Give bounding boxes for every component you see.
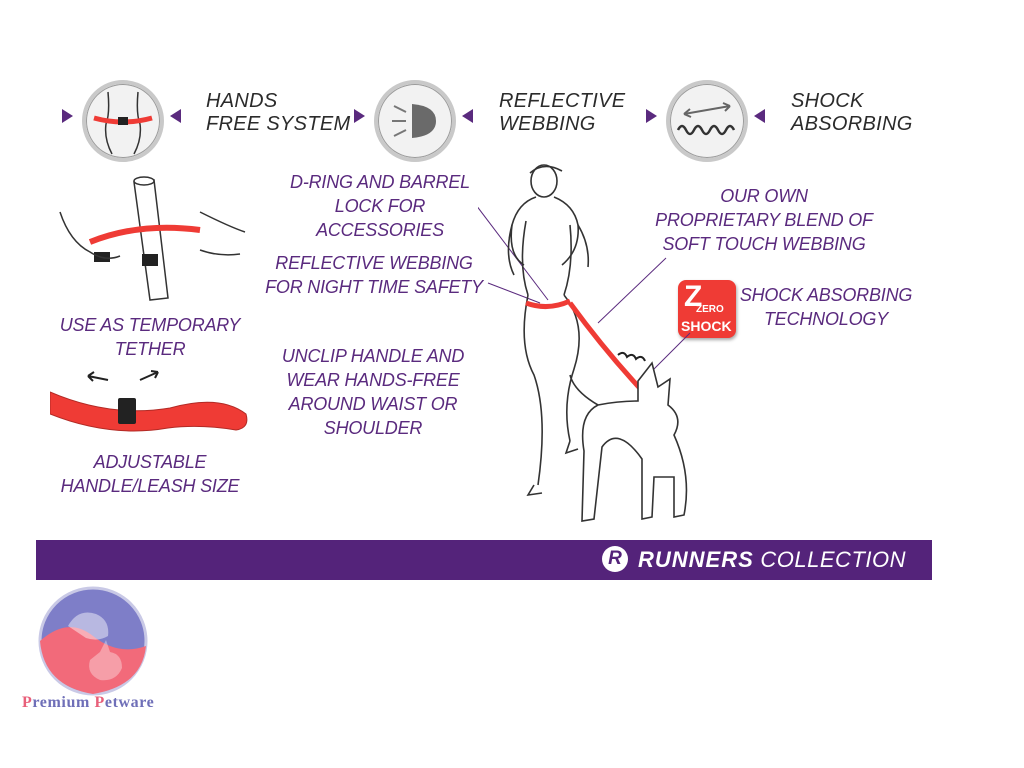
label-line: FOR NIGHT TIME SAFETY [265, 277, 483, 297]
label-line: PROPRIETARY BLEND OF [655, 210, 873, 230]
label-line: UNCLIP HANDLE AND [281, 346, 465, 366]
waist-belt [525, 298, 572, 309]
feature-line: REFLECTIVE [499, 90, 626, 112]
runners-collection-title: RUNNERS COLLECTION [638, 547, 906, 573]
label-line: ADJUSTABLE [93, 452, 207, 472]
label-line: AROUND WAIST OR [288, 394, 458, 414]
feature-hands-free: HANDS FREE SYSTEM [206, 90, 350, 136]
brand-initial: P [94, 694, 105, 711]
feature-line: SHOCK [791, 90, 864, 112]
pointer-line [478, 206, 549, 301]
label-line: HANDLE/LEASH SIZE [60, 476, 240, 496]
feature-shock: SHOCK ABSORBING [791, 90, 913, 136]
runners-logo-icon: R [602, 546, 628, 572]
label-line: WEAR HANDS-FREE [286, 370, 460, 390]
pointer-line [487, 282, 541, 304]
runner-dog-illustration [478, 164, 691, 522]
feature-line: ABSORBING [791, 113, 913, 135]
zero-shock-badge: Z ZERO SHOCK [678, 280, 736, 338]
label-line: SHOCK ABSORBING [739, 285, 913, 305]
label-line: TECHNOLOGY [763, 309, 889, 329]
waist-belt-icon [82, 80, 164, 162]
shock-spring [617, 351, 646, 362]
pointer-left-icon [462, 109, 473, 123]
label-line: REFLECTIVE WEBBING [275, 253, 473, 273]
feature-line: FREE SYSTEM [206, 113, 351, 135]
feature-line: WEBBING [499, 113, 596, 135]
unclip-label: UNCLIP HANDLE AND WEAR HANDS-FREE AROUND… [268, 344, 478, 440]
runners-collection-banner [36, 540, 932, 580]
reflective-light-icon [374, 80, 456, 162]
tether-label: USE AS TEMPORARY TETHER [50, 313, 250, 361]
zero-letter: Z [684, 280, 703, 313]
dog-figure [569, 361, 688, 522]
runner-figure [507, 164, 590, 497]
feature-reflective: REFLECTIVE WEBBING [499, 90, 625, 136]
label-line: USE AS TEMPORARY [59, 315, 241, 335]
feature-line: HANDS [206, 90, 278, 112]
brand-word: remium [32, 694, 95, 711]
banner-bold: RUNNERS [638, 547, 754, 572]
label-line: OUR OWN [720, 186, 808, 206]
pointer-right-icon [62, 109, 73, 123]
label-line: D-RING AND BARREL [290, 172, 470, 192]
brand-initial: P [22, 694, 33, 711]
shock-word: SHOCK [681, 318, 732, 334]
tether-illustration [59, 176, 246, 301]
premium-petware-wordmark: Premium Petware [22, 694, 154, 712]
shock-spring-icon [666, 80, 748, 162]
label-line: SHOULDER [323, 418, 423, 438]
label-line: TETHER [114, 339, 186, 359]
pointer-right-icon [646, 109, 657, 123]
shock-tech-label: SHOCK ABSORBING TECHNOLOGY [738, 283, 914, 331]
pointer-line [647, 332, 691, 376]
proprietary-label: OUR OWN PROPRIETARY BLEND OF SOFT TOUCH … [650, 184, 878, 256]
pointer-left-icon [170, 109, 181, 123]
d-ring-label: D-RING AND BARREL LOCK FOR ACCESSORIES [270, 170, 490, 242]
adjustable-strap-illustration [50, 370, 248, 432]
pointer-right-icon [354, 109, 365, 123]
adjustable-label: ADJUSTABLE HANDLE/LEASH SIZE [40, 450, 260, 498]
premium-petware-logo-icon [38, 586, 148, 696]
label-line: SOFT TOUCH WEBBING [662, 234, 866, 254]
banner-normal: COLLECTION [753, 547, 906, 572]
pointer-left-icon [754, 109, 765, 123]
brand-word: etware [104, 694, 155, 711]
reflective-label: REFLECTIVE WEBBING FOR NIGHT TIME SAFETY [260, 251, 488, 299]
pointer-line [597, 257, 667, 324]
zero-word: ZERO [696, 304, 724, 315]
label-line: LOCK FOR ACCESSORIES [316, 196, 444, 240]
